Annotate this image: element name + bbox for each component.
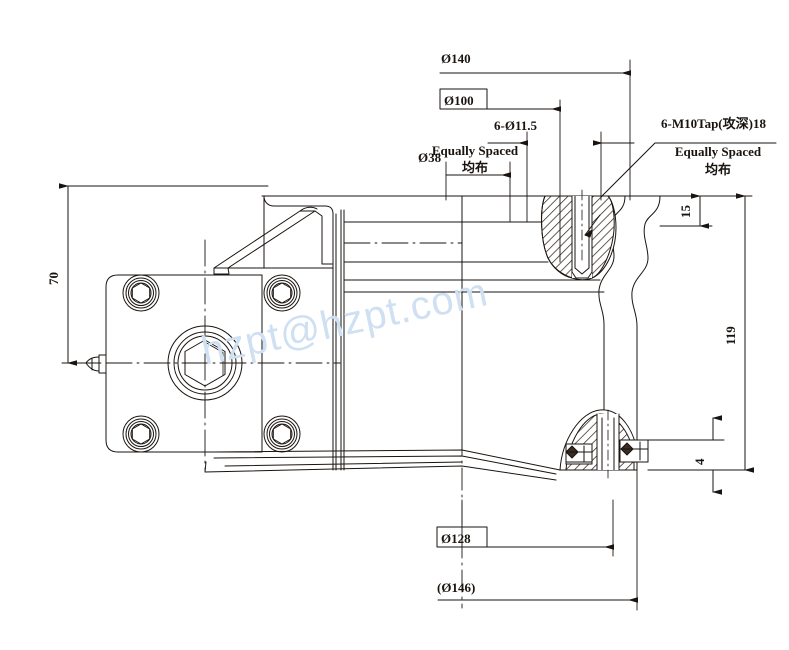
label-dia128: Ø128 bbox=[441, 531, 471, 546]
note-equally-spaced-right-en: Equally Spaced bbox=[675, 144, 762, 159]
dimension-70 bbox=[59, 183, 269, 366]
upper-rib-gusset bbox=[213, 195, 334, 275]
note-equally-spaced-left-cn: 均布 bbox=[462, 160, 488, 175]
dimension-dia100 bbox=[439, 88, 561, 263]
dimension-dia146 bbox=[437, 469, 638, 611]
label-dia140: Ø140 bbox=[441, 51, 471, 66]
label-dia100: Ø100 bbox=[444, 93, 474, 108]
bolt-hole-bottom-left bbox=[122, 415, 160, 453]
dimension-dia140 bbox=[439, 59, 631, 201]
watermark-text: hzpt@hzpt.com bbox=[198, 270, 492, 374]
label-tap-note: 6-M10Tap(攻深)18 bbox=[661, 116, 766, 131]
bolt-hole-bottom-right bbox=[263, 415, 301, 453]
inner-bore-lines bbox=[332, 195, 605, 471]
bolt-hole-top-left bbox=[122, 274, 160, 312]
dimension-4 bbox=[647, 415, 725, 495]
label-dia38: Ø38 bbox=[418, 150, 442, 165]
label-dia146: (Ø146) bbox=[437, 580, 475, 595]
seal-detail-right bbox=[619, 439, 649, 463]
dimension-dia38 bbox=[445, 161, 511, 223]
label-height-119: 119 bbox=[723, 326, 738, 345]
label-height-15: 15 bbox=[678, 205, 693, 219]
note-equally-spaced-right-cn: 均布 bbox=[705, 162, 731, 177]
label-holes-11-5: 6-Ø11.5 bbox=[494, 118, 537, 133]
label-height-70: 70 bbox=[46, 272, 61, 285]
label-height-4: 4 bbox=[692, 458, 707, 465]
tap-note-leader bbox=[600, 142, 777, 198]
seal-detail-left bbox=[565, 443, 593, 465]
dimension-holes-11-5 bbox=[487, 131, 635, 223]
bolt-hole-top-right bbox=[263, 274, 301, 312]
note-equally-spaced-left-en: Equally Spaced bbox=[432, 143, 519, 158]
dimension-dia128 bbox=[436, 499, 614, 557]
watermark: hzpt@hzpt.com bbox=[198, 270, 492, 374]
